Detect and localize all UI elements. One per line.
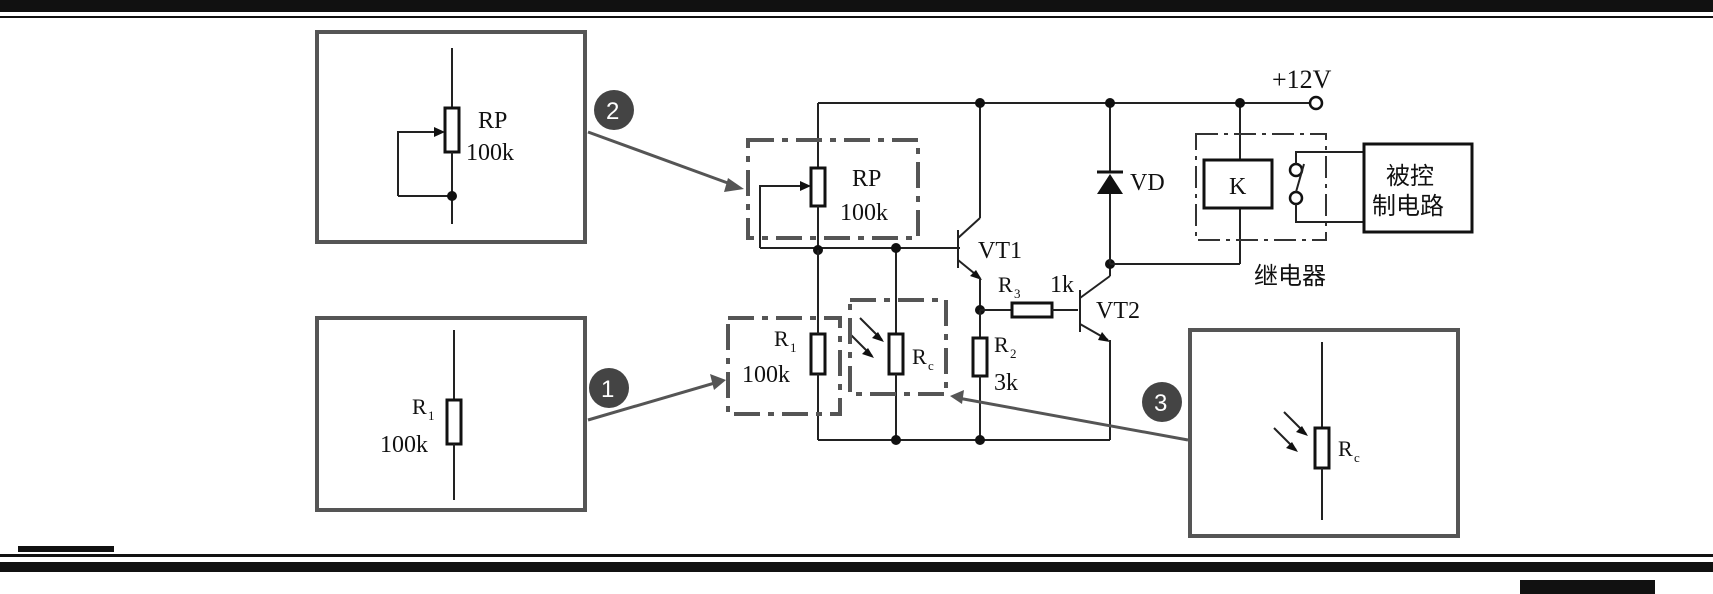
relay-label: 继电器 [1254, 262, 1326, 290]
top-border-line [0, 16, 1713, 18]
r1-sub-main: 1 [790, 340, 797, 355]
r1-name-callout: R [412, 394, 427, 419]
r1-value-callout: 100k [380, 432, 428, 458]
r2-name: R [994, 332, 1009, 357]
r2-value: 3k [994, 370, 1018, 396]
r1-value-main: 100k [742, 362, 790, 388]
badge-1-number: 1 [601, 376, 614, 403]
arrow-2 [587, 130, 737, 188]
rp-name-main: RP [852, 166, 881, 192]
vd-label: VD [1130, 170, 1165, 196]
highlight-box-rc [848, 298, 948, 396]
badge-2 [594, 90, 634, 130]
r1-name-main: R [774, 326, 789, 351]
rp-name-callout: RP [478, 108, 507, 134]
highlight-box-rp [746, 138, 920, 240]
bottom-right-block [1520, 580, 1655, 594]
badge-3 [1142, 382, 1182, 422]
callout-rc: R c [1188, 328, 1460, 538]
rp-value-main: 100k [840, 200, 888, 226]
callout-r1: R 1 100k [315, 316, 587, 512]
controlled-circuit-line2: 制电路 [1372, 192, 1444, 220]
highlight-box-r1 [726, 316, 842, 416]
rc-name-callout: R [1338, 436, 1353, 461]
callout-rp: RP 100k [315, 30, 587, 244]
vt1-label: VT1 [978, 238, 1022, 264]
controlled-circuit-line1: 被控 [1386, 162, 1434, 190]
arrow-3 [957, 396, 1189, 442]
rc-sub-main: c [928, 358, 934, 373]
badge-3-number: 3 [1154, 390, 1167, 417]
rp-value-callout: 100k [466, 140, 514, 166]
relay-coil [1202, 158, 1274, 210]
badge-1 [589, 368, 629, 408]
relay-coil-label: K [1229, 174, 1247, 200]
main-circuit: +12V RP 100k R 1 100k R c [742, 65, 1474, 445]
rc-name-main: R [912, 344, 927, 369]
r2-sub: 2 [1010, 346, 1017, 361]
bottom-border-bar [0, 562, 1713, 572]
rc-sub-callout: c [1354, 450, 1360, 465]
vt2-label: VT2 [1096, 298, 1140, 324]
bottom-left-mark [18, 546, 114, 552]
top-border-bar [0, 0, 1713, 12]
r1-sub-callout: 1 [428, 408, 435, 423]
supply-terminal [1308, 95, 1324, 111]
controlled-circuit-box [1362, 142, 1474, 234]
badge-2-number: 2 [606, 98, 619, 125]
r3-name: R [998, 272, 1013, 297]
r3-sub: 3 [1014, 286, 1021, 301]
arrow-1 [587, 380, 719, 422]
r3-value: 1k [1050, 272, 1074, 298]
relay-dashed-box [1195, 133, 1327, 241]
bottom-border-line [0, 554, 1713, 557]
supply-label: +12V [1272, 65, 1332, 94]
